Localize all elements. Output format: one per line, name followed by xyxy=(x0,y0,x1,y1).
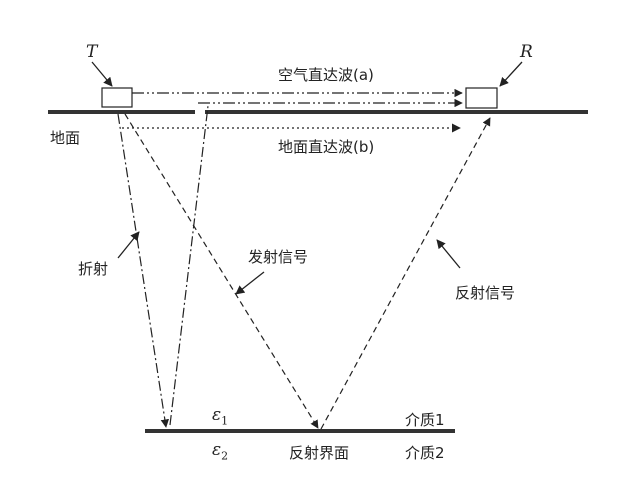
t-pointer-arrow xyxy=(91,61,113,87)
reflected-signal-label: 反射信号 xyxy=(455,284,516,302)
medium1-label: 介质1 xyxy=(405,411,445,429)
transmitter-label: T xyxy=(86,42,98,62)
epsilon1-label: ε1 xyxy=(212,405,228,427)
ground-wave-label: 地面直达波(b) xyxy=(278,138,375,156)
transmitter-box xyxy=(101,87,133,108)
reflected-pointer-arrow xyxy=(436,239,461,269)
epsilon1-symbol: ε xyxy=(212,405,222,425)
epsilon2-symbol: ε xyxy=(212,440,222,460)
receiver-box xyxy=(465,87,498,109)
emitted-signal-label: 发射信号 xyxy=(248,248,309,266)
epsilon1-subscript: 1 xyxy=(221,414,229,428)
epsilon2-label: ε2 xyxy=(212,440,228,462)
medium2-label: 介质2 xyxy=(405,444,445,462)
ground-label: 地面 xyxy=(50,129,81,147)
refraction-label: 折射 xyxy=(78,260,109,278)
receiver-label: R xyxy=(520,42,533,62)
reflect-interface-label: 反射界面 xyxy=(289,444,350,462)
refraction-path-up xyxy=(169,105,209,426)
r-pointer-arrow xyxy=(499,61,523,87)
air-wave-label: 空气直达波(a) xyxy=(278,66,374,84)
refraction-pointer-arrow xyxy=(117,231,140,259)
emitted-pointer-arrow xyxy=(235,271,265,295)
epsilon2-subscript: 2 xyxy=(221,449,229,463)
reflected-signal-path xyxy=(320,117,491,430)
refraction-path-down xyxy=(117,113,170,428)
emitted-signal-path xyxy=(124,113,319,429)
